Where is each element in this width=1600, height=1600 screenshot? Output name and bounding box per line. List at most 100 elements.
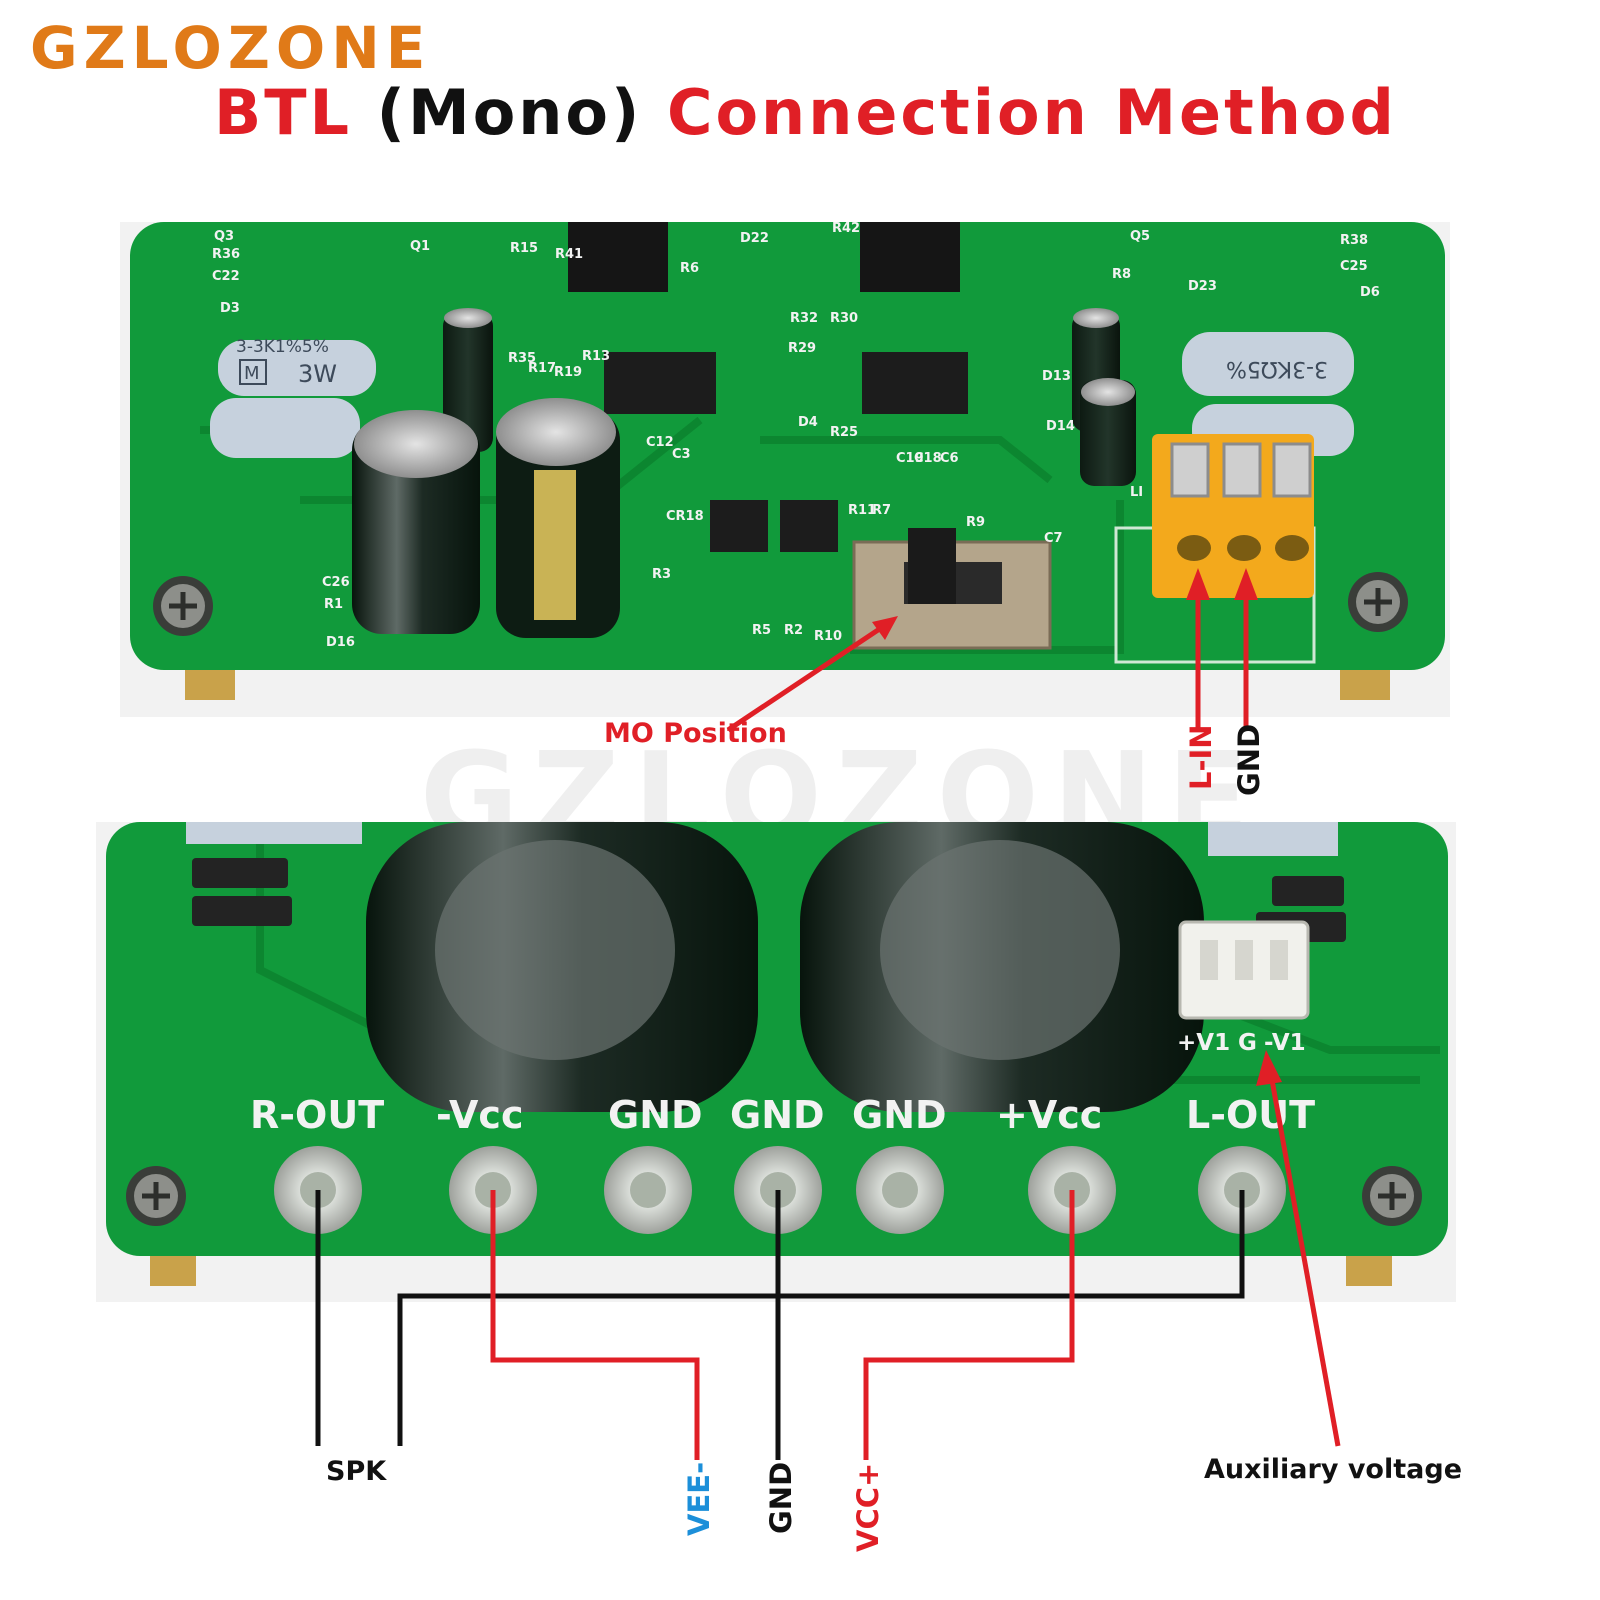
designator-r42: R42 — [832, 221, 860, 236]
screw-slot-icon — [1364, 588, 1392, 616]
wiring — [315, 1079, 1341, 1460]
terminal-hole — [1227, 535, 1261, 561]
terminal-label-1: -Vcc — [436, 1093, 523, 1137]
aux-arrow — [1269, 1079, 1341, 1447]
designator-r19: R19 — [554, 365, 582, 380]
designator-d22: D22 — [740, 231, 769, 246]
designator-r1: R1 — [324, 597, 343, 612]
designator-r2: R2 — [784, 623, 803, 638]
standoff — [150, 1256, 196, 1286]
terminal-label-4: GND — [852, 1093, 947, 1137]
terminal-hole-4 — [882, 1172, 918, 1208]
terminal-label-3: GND — [730, 1093, 825, 1137]
switch-knob — [908, 528, 956, 604]
vcc-wire — [863, 1190, 1075, 1460]
gnd-supply-label: GND — [764, 1461, 798, 1534]
transistor-pack — [860, 222, 960, 292]
top-annotations — [726, 568, 1258, 733]
capacitor — [1080, 380, 1136, 486]
designator-c12: C12 — [646, 435, 674, 450]
diode — [192, 896, 292, 926]
gnd-input-label: GND — [1232, 723, 1266, 796]
designator-li: LI — [1130, 485, 1143, 500]
standoff — [1340, 670, 1390, 700]
designator-r35: R35 — [508, 351, 536, 366]
mo-position-label: MO Position — [604, 718, 787, 749]
designator-c7: C7 — [1044, 531, 1063, 546]
header-pin — [1235, 940, 1253, 980]
designator-q1: Q1 — [410, 239, 430, 254]
brand-logo-text: GZLOZONE — [30, 14, 432, 82]
terminal-label-5: +Vcc — [996, 1093, 1102, 1137]
aux-label-g: G — [1238, 1030, 1257, 1056]
designator-q5: Q5 — [1130, 229, 1150, 244]
designator-r11: R11 — [848, 503, 876, 518]
standoff — [185, 670, 235, 700]
ic-chip — [604, 352, 716, 414]
designator-d3: D3 — [220, 301, 240, 316]
terminal-hole — [1177, 535, 1211, 561]
spk-label: SPK — [326, 1456, 387, 1487]
resistor-logo-box — [239, 359, 267, 385]
header-pin — [1200, 940, 1218, 980]
vee-wire — [490, 1190, 700, 1460]
standoff — [1346, 1256, 1392, 1286]
designator-r10: R10 — [814, 629, 842, 644]
diode — [1272, 876, 1344, 906]
capacitor — [443, 312, 493, 452]
designator-r8: R8 — [1112, 267, 1131, 282]
aux-label-minus-v1: -V1 — [1264, 1030, 1306, 1056]
diode — [192, 858, 288, 888]
designator-r13: R13 — [582, 349, 610, 364]
terminal-screw — [1272, 442, 1312, 498]
terminal-hole-2 — [630, 1172, 666, 1208]
terminal-label-6: L-OUT — [1186, 1093, 1315, 1137]
power-resistor — [186, 822, 362, 844]
screw-slot-icon — [142, 1182, 170, 1210]
designator-d14: D14 — [1046, 419, 1075, 434]
large-capacitor — [352, 420, 480, 634]
resistor-marking: 3-3KΩ5% — [1226, 356, 1328, 381]
ic-chip — [710, 500, 768, 552]
resistor-marking: 3-3K1%5% — [236, 337, 329, 357]
mo-position-arrow — [726, 617, 895, 733]
designator-q3: Q3 — [214, 229, 234, 244]
power-resistor — [1208, 822, 1338, 856]
resistor-logo-mark: M — [244, 363, 260, 384]
power-resistor — [210, 398, 360, 458]
designator-d13: D13 — [1042, 369, 1071, 384]
title-connection-method: Connection Method — [666, 76, 1397, 149]
capacitor-highlight — [435, 840, 675, 1060]
designator-d4: D4 — [798, 415, 818, 430]
designator-cr18: CR18 — [666, 509, 704, 524]
screw-slot-icon — [1378, 1182, 1406, 1210]
designator-c26: C26 — [322, 575, 350, 590]
vee-label: VEE- — [682, 1461, 716, 1536]
terminal-label-2: GND — [608, 1093, 703, 1137]
power-resistor — [1182, 332, 1354, 396]
gnd-arrow-head-icon — [1234, 568, 1258, 600]
spk-wire-l-out — [397, 1190, 1245, 1446]
ic-chip — [862, 352, 968, 414]
designator-c22: C22 — [212, 269, 240, 284]
terminal-hole — [1275, 535, 1309, 561]
l-in-label: L-IN — [1184, 724, 1218, 790]
aux-label-plus-v1: +V1 — [1177, 1030, 1230, 1056]
designator-c19: C19 — [896, 451, 924, 466]
terminal-screw — [1170, 442, 1210, 498]
designator-c6: C6 — [940, 451, 959, 466]
capacitor-top — [1081, 378, 1135, 406]
title-mono: (Mono) — [376, 76, 643, 149]
terminal-label-0: R-OUT — [250, 1093, 384, 1137]
designator-r5: R5 — [752, 623, 771, 638]
auxiliary-voltage-label: Auxiliary voltage — [1204, 1454, 1463, 1485]
capacitor-stripe — [534, 470, 576, 620]
vcc-label: VCC+ — [851, 1462, 885, 1552]
designator-c25: C25 — [1340, 259, 1368, 274]
capacitor-top — [1073, 308, 1119, 328]
capacitor-highlight — [880, 840, 1120, 1060]
capacitor-top — [444, 308, 492, 328]
screw-slot-icon — [169, 592, 197, 620]
